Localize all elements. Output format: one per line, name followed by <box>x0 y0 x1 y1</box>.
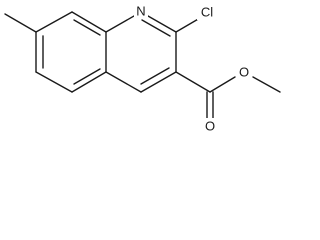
bond-ester-o-methyl <box>252 76 281 93</box>
bond-c2-cl <box>175 17 201 33</box>
atom-ester-oxygen: O <box>237 64 251 80</box>
bond-methyl-c7 <box>4 13 37 33</box>
carbonyl-oxygen-label: O <box>205 119 215 134</box>
bond-c3-c4-inner <box>140 67 170 85</box>
bond-carbonyl-c-ester-o <box>209 76 236 93</box>
bond-c4a-c5-inner <box>73 68 101 85</box>
bond-c3-c4 <box>140 71 177 93</box>
atom-nitrogen: N <box>134 3 148 19</box>
bond-n1-c2-inner <box>141 19 171 37</box>
bond-c7-c8 <box>35 11 73 33</box>
bond-c4a-c5 <box>71 71 107 93</box>
bond-c5-c6 <box>35 71 73 93</box>
atom-chlorine: Cl <box>197 4 217 20</box>
atom-labels: N Cl O O <box>134 3 251 134</box>
bond-c8-c8a <box>71 11 107 33</box>
nitrogen-label: N <box>136 4 145 19</box>
bond-c3-carbonyl-c <box>175 71 211 93</box>
bond-c8-c8a-inner <box>73 19 101 36</box>
chlorine-label: Cl <box>201 5 213 20</box>
molecule-structure: N Cl O O <box>4 3 281 134</box>
atom-carbonyl-oxygen: O <box>203 118 217 134</box>
bond-c4-c4a <box>105 71 142 93</box>
ester-oxygen-label: O <box>239 65 249 80</box>
